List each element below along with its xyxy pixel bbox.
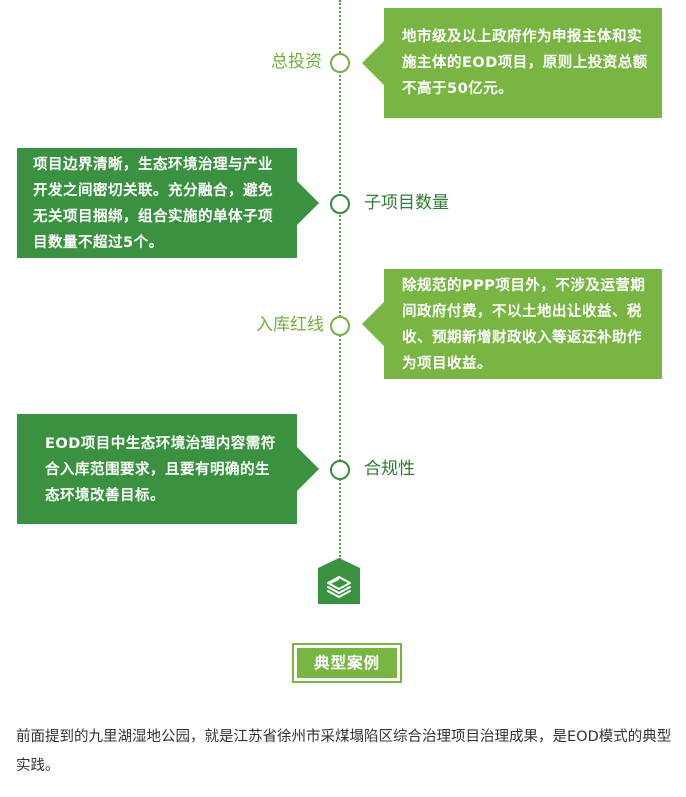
timeline-box-text: EOD项目中生态环境治理内容需符合入库范围要求，且要有明确的生态环境改善目标。 bbox=[45, 436, 276, 504]
timeline-label-total-investment: 总投资 bbox=[271, 52, 322, 72]
pointer-arrow bbox=[362, 41, 384, 85]
pointer-arrow bbox=[297, 447, 319, 491]
timeline-box-red-line: 除规范的PPP项目外，不涉及运营期间政府付费，不以土地出让收益、税收、预期新增财… bbox=[362, 269, 662, 379]
timeline-box-text: 地市级及以上政府作为申报主体和实施主体的EOD项目，原则上投资总额不高于50亿元… bbox=[402, 29, 648, 97]
timeline-box-total-investment: 地市级及以上政府作为申报主体和实施主体的EOD项目，原则上投资总额不高于50亿元… bbox=[362, 8, 662, 118]
section-title-text: 典型案例 bbox=[297, 648, 397, 678]
book-stack-icon bbox=[318, 558, 360, 604]
section-title-typical-cases: 典型案例 bbox=[292, 643, 402, 683]
timeline-label-compliance: 合规性 bbox=[364, 459, 415, 479]
timeline-node-subproject-count bbox=[330, 194, 350, 214]
pointer-arrow bbox=[297, 181, 319, 225]
pointer-arrow bbox=[362, 302, 384, 346]
timeline-label-red-line: 入库红线 bbox=[256, 315, 324, 335]
timeline-line bbox=[339, 0, 341, 560]
timeline-node-total-investment bbox=[330, 53, 350, 73]
timeline-box-compliance: EOD项目中生态环境治理内容需符合入库范围要求，且要有明确的生态环境改善目标。 bbox=[17, 414, 319, 524]
timeline-box-subproject-count: 项目边界清晰，生态环境治理与产业开发之间密切关联。充分融合，避免无关项目捆绑，组… bbox=[17, 148, 319, 258]
timeline-node-compliance bbox=[330, 460, 350, 480]
timeline-node-red-line bbox=[330, 316, 350, 336]
timeline-label-subproject-count: 子项目数量 bbox=[364, 193, 449, 213]
timeline-box-text: 除规范的PPP项目外，不涉及运营期间政府付费，不以土地出让收益、税收、预期新增财… bbox=[402, 278, 646, 372]
body-paragraph: 前面提到的九里湖湿地公园，就是江苏省徐州市采煤塌陷区综合治理项目治理成果，是EO… bbox=[16, 729, 672, 774]
timeline-box-text: 项目边界清晰，生态环境治理与产业开发之间密切关联。充分融合，避免无关项目捆绑，组… bbox=[33, 157, 273, 251]
